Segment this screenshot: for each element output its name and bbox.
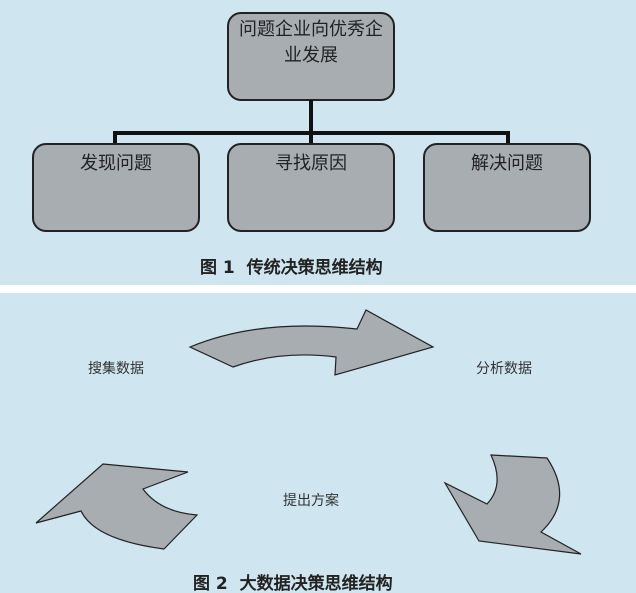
- figure1-caption: 图 1 传统决策思维结构: [200, 258, 383, 278]
- figure1-panel: 问题企业向优秀企业发展 发现问题 寻找原因 解决问题 图 1 传统决策思维结构: [0, 0, 636, 285]
- connector-vertical: [309, 100, 313, 135]
- step-collect-data: 搜集数据: [88, 361, 144, 377]
- step-propose-plan: 提出方案: [283, 493, 339, 509]
- arrow-analyze-to-propose: [443, 454, 582, 555]
- figure2-caption: 图 2 大数据决策思维结构: [193, 574, 393, 593]
- child-node-3: 解决问题: [423, 143, 591, 232]
- child-node-1: 发现问题: [32, 143, 200, 232]
- child-node-2: 寻找原因: [227, 143, 395, 232]
- arrow-propose-to-collect: [35, 463, 199, 550]
- arrow-collect-to-analyze: [188, 309, 435, 376]
- connector-left: [113, 131, 117, 144]
- connector-right: [506, 131, 510, 144]
- root-node: 问题企业向优秀企业发展: [227, 12, 395, 101]
- connector-center: [309, 131, 313, 144]
- step-analyze-data: 分析数据: [476, 361, 532, 377]
